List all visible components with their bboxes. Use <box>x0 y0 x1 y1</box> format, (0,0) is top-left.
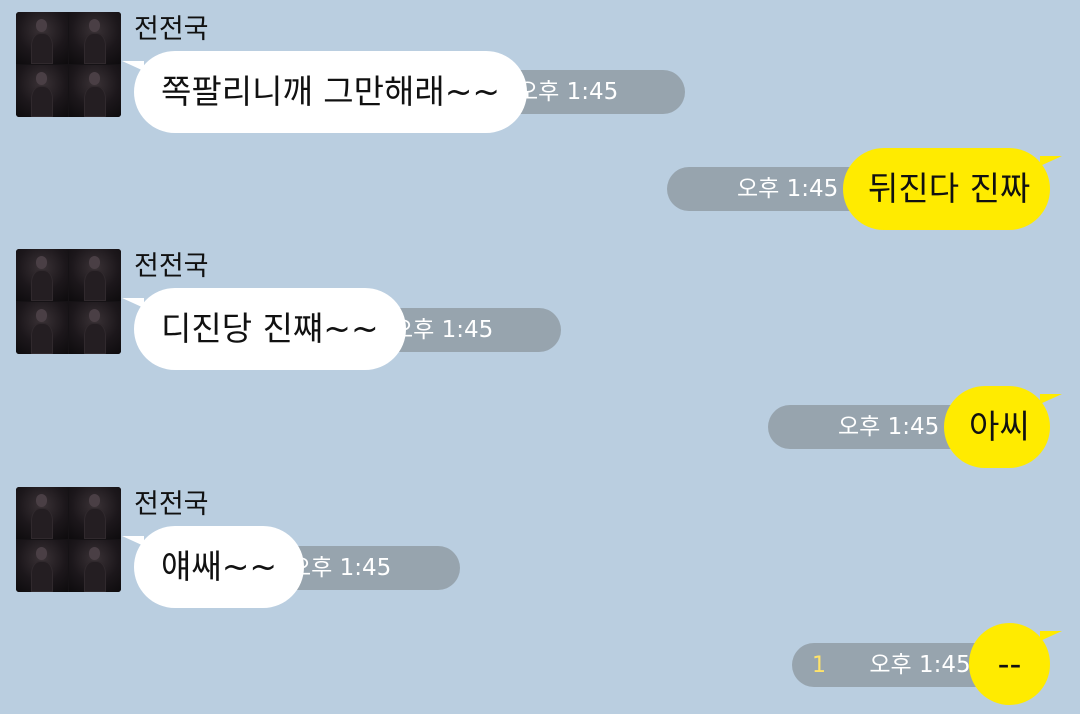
avatar[interactable] <box>16 12 121 117</box>
message-bubble-outgoing[interactable]: 아씨 <box>944 386 1062 468</box>
avatar-photo-tile <box>69 302 121 354</box>
message-bubble-outgoing[interactable]: -- <box>969 623 1062 705</box>
bubble-tail <box>122 298 144 308</box>
avatar-photo-tile <box>69 487 121 539</box>
bubble-tail <box>122 536 144 546</box>
message-bubble-outgoing[interactable]: 뒤진다 진짜 <box>843 148 1062 230</box>
message-text: 쪽팔리니깨 그만해래~~ <box>161 72 501 111</box>
avatar[interactable] <box>16 249 121 354</box>
avatar-photo-tile <box>16 487 68 539</box>
bubble-tail <box>1040 631 1062 641</box>
avatar[interactable] <box>16 487 121 592</box>
message-bubble-incoming[interactable]: 쪽팔리니깨 그만해래~~ <box>122 51 528 133</box>
message-text: 아씨 <box>969 407 1030 446</box>
message-bubble-incoming[interactable]: 얘쌔~~ <box>122 526 305 608</box>
avatar-photo-tile <box>16 12 68 64</box>
message-timestamp: 오후 1:45 <box>869 652 971 678</box>
message-bubble-incoming[interactable]: 디진당 진쨰~~ <box>122 288 406 370</box>
avatar-photo-tile <box>69 65 121 117</box>
sender-name: 전전국 <box>134 489 209 520</box>
sender-name: 전전국 <box>134 251 209 282</box>
unread-count: 1 <box>812 653 826 678</box>
sender-name: 전전국 <box>134 14 209 45</box>
message-text: -- <box>997 644 1022 683</box>
bubble-tail <box>1040 394 1062 404</box>
bubble-tail <box>1040 156 1062 166</box>
avatar-photo-tile <box>16 302 68 354</box>
avatar-photo-tile <box>16 249 68 301</box>
avatar-photo-tile <box>69 540 121 592</box>
message-group-incoming: 전전국 오후 1:45 쪽팔리니깨 그만해래~~ <box>0 12 1080 134</box>
message-text: 뒤진다 진짜 <box>868 169 1031 208</box>
message-group-incoming: 전전국 오후 1:45 얘쌔~~ <box>0 487 1080 609</box>
message-group-outgoing: 오후 1:45 아씨 <box>0 386 1080 476</box>
avatar-photo-tile <box>69 249 121 301</box>
message-group-outgoing: 오후 1:45 뒤진다 진짜 <box>0 148 1080 238</box>
message-group-incoming: 전전국 오후 1:45 디진당 진쨰~~ <box>0 249 1080 371</box>
avatar-photo-tile <box>16 65 68 117</box>
avatar-photo-tile <box>69 12 121 64</box>
bubble-tail <box>122 61 144 71</box>
message-text: 디진당 진쨰~~ <box>161 309 379 348</box>
message-text: 얘쌔~~ <box>161 547 278 586</box>
avatar-photo-tile <box>16 540 68 592</box>
message-group-outgoing: 1 오후 1:45 -- <box>0 623 1080 713</box>
